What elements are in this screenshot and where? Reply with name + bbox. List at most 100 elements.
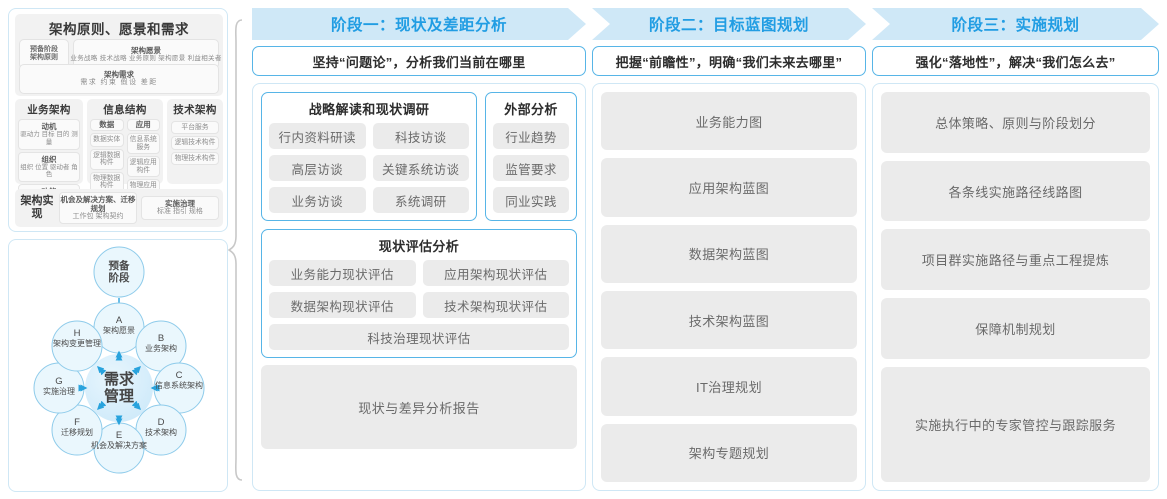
group-strategy-research-title: 战略解读和现状调研 xyxy=(308,102,430,117)
togaf-prep-line2: 架构原则 xyxy=(30,54,58,61)
phase-3-item-1[interactable]: 各条线实施路径线路图 xyxy=(881,160,1150,222)
togaf-prep-line1: 预备阶段 xyxy=(30,45,58,53)
togaf-information-data-item-1: 逻辑数据构件 xyxy=(90,148,124,170)
phase-3-item-2[interactable]: 项目群实施路径与重点工程提炼 xyxy=(881,229,1150,291)
adm-center-line2: 管理 xyxy=(103,387,134,405)
togaf-header-block: 架构原则、愿景和需求 预备阶段 架构原则 架构愿景 业务战略 技术战略 业务原则… xyxy=(15,14,223,96)
phase-3-item-0[interactable]: 总体策略、原则与阶段划分 xyxy=(881,92,1150,153)
togaf-business-row-organization-title: 组织 xyxy=(41,154,57,164)
togaf-footer-label: 架构实现 xyxy=(20,195,54,220)
group-external-row-0: 行业趋势 xyxy=(493,123,569,149)
phase-2-item-0[interactable]: 业务能力图 xyxy=(601,92,857,151)
togaf-footer-opportunities-title: 机会及解决方案、迁移规划 xyxy=(60,194,136,213)
adm-cycle-card: 预备 阶段 需求 管理 A 架构愿景 B 业务架构 C 信息系统架构 xyxy=(8,239,228,492)
togaf-technology-item-1: 逻辑技术构件 xyxy=(171,136,219,150)
togaf-information-application-title-box: 应用 xyxy=(126,119,160,132)
phase-2-header: 阶段二：目标蓝图规划 xyxy=(592,8,866,40)
group-strategy-research-row-1: 高层访谈 关键系统访谈 xyxy=(269,155,469,181)
chip-strategy-2-0[interactable]: 业务访谈 xyxy=(269,187,366,213)
phase-1-body: 战略解读和现状调研 行内资料研读 科技访谈 高层访谈 关键系统访谈 业务访谈 系… xyxy=(252,83,586,491)
togaf-vision-items: 业务战略 技术战略 业务原则 架构愿景 利益相关者 xyxy=(70,54,222,62)
chip-assessment-1-1[interactable]: 技术架构现状评估 xyxy=(422,292,569,318)
togaf-content-framework-card: 架构原则、愿景和需求 预备阶段 架构原则 架构愿景 业务战略 技术战略 业务原则… xyxy=(8,8,228,232)
togaf-footer-governance-title: 实施治理 xyxy=(165,199,195,209)
phase-2-item-2[interactable]: 数据架构蓝图 xyxy=(601,224,857,283)
phase-2-subtitle: 把握“前瞻性”，明确“我们未来去哪里” xyxy=(592,46,866,76)
togaf-footer-opportunities-sub: 工作包 架构契约 xyxy=(72,212,124,220)
togaf-business-row-motivation-title: 动机 xyxy=(41,122,57,131)
chip-strategy-1-1[interactable]: 关键系统访谈 xyxy=(372,155,469,181)
group-external-row-1: 监管要求 xyxy=(493,155,569,181)
phase-2-item-5[interactable]: 架构专题规划 xyxy=(601,423,857,482)
togaf-business-row-organization-sub: 组织 位置 驱动者 角色 xyxy=(20,163,78,179)
chip-assessment-0-1[interactable]: 应用架构现状评估 xyxy=(422,260,569,286)
togaf-information-data: 数据 数据实体 逻辑数据构件 物理数据构件 xyxy=(90,119,124,202)
togaf-information-data-title: 数据 xyxy=(99,120,115,129)
phase-1-subtitle: 坚持“问题论”，分析我们当前在哪里 xyxy=(252,46,586,76)
togaf-footer-opportunities: 机会及解决方案、迁移规划 工作包 架构契约 xyxy=(59,191,137,225)
phase-2-item-1[interactable]: 应用架构蓝图 xyxy=(601,158,857,217)
phase-1-column: 阶段一：现状及差距分析 坚持“问题论”，分析我们当前在哪里 战略解读和现状调研 … xyxy=(252,8,586,491)
group-external-row-2: 同业实践 xyxy=(493,187,569,213)
phase-3-subtitle: 强化“落地性”，解决“我们怎么去” xyxy=(872,46,1159,76)
phase-1-header: 阶段一：现状及差距分析 xyxy=(252,8,586,40)
togaf-business-row-motivation: 动机 驱动力 目标 目的 测量 xyxy=(18,119,80,150)
togaf-column-technology: 技术架构 平台服务 逻辑技术构件 物理技术构件 xyxy=(167,99,223,184)
adm-node-prep-line1: 预备 xyxy=(108,260,130,272)
togaf-footer-governance-sub: 标准 指引 规格 xyxy=(157,208,203,216)
adm-center-line1: 需求 xyxy=(103,371,134,388)
togaf-requirements-title: 架构需求 xyxy=(104,69,134,79)
group-strategy-research: 战略解读和现状调研 行内资料研读 科技访谈 高层访谈 关键系统访谈 业务访谈 系… xyxy=(261,92,477,221)
togaf-technology-item-2: 物理技术构件 xyxy=(171,151,219,166)
chip-external-1[interactable]: 监管要求 xyxy=(493,155,569,181)
togaf-column-business-title: 业务架构 xyxy=(27,104,71,116)
adm-node-prep-line2: 阶段 xyxy=(108,272,130,285)
phase-3-header: 阶段三：实施规划 xyxy=(872,8,1159,40)
togaf-footer-governance: 实施治理 标准 指引 规格 xyxy=(141,196,219,220)
togaf-business-row-organization: 组织 组织 位置 驱动者 角色 xyxy=(18,151,80,183)
chip-strategy-1-0[interactable]: 高层访谈 xyxy=(269,155,366,181)
togaf-column-business: 业务架构 动机 驱动力 目标 目的 测量 组织 组织 位置 驱动者 角色 功能 … xyxy=(15,99,83,207)
phase-2-item-list: 业务能力图 应用架构蓝图 数据架构蓝图 技术架构蓝图 IT治理规划 架构专题规划 xyxy=(601,92,857,482)
togaf-requirements-items: 需求 约束 假设 差距 xyxy=(80,79,158,87)
chip-strategy-2-1[interactable]: 系统调研 xyxy=(372,187,469,213)
togaf-column-information-title: 信息结构 xyxy=(103,104,147,116)
chip-external-2[interactable]: 同业实践 xyxy=(493,187,569,213)
phase-2-column: 阶段二：目标蓝图规划 把握“前瞻性”，明确“我们未来去哪里” 业务能力图 应用架… xyxy=(592,8,866,491)
togaf-footer-block: 架构实现 机会及解决方案、迁移规划 工作包 架构契约 实施治理 标准 指引 规格 xyxy=(15,189,223,227)
group-current-state-assessment-title: 现状评估分析 xyxy=(378,239,460,254)
group-strategy-research-row-0: 行内资料研读 科技访谈 xyxy=(269,123,469,149)
phase-3-item-4[interactable]: 实施执行中的专家管控与跟踪服务 xyxy=(881,366,1150,482)
group-assessment-row-0: 业务能力现状评估 应用架构现状评估 xyxy=(269,260,569,286)
togaf-column-information: 信息结构 数据 数据实体 逻辑数据构件 物理数据构件 应用 xyxy=(87,99,163,201)
phase-1-report-chip[interactable]: 现状与差异分析报告 xyxy=(261,365,577,449)
chip-strategy-0-0[interactable]: 行内资料研读 xyxy=(269,123,366,149)
togaf-information-data-item-0: 数据实体 xyxy=(90,133,124,147)
togaf-requirements-box: 架构需求 需求 约束 假设 差距 xyxy=(19,64,219,94)
phase-2-item-4[interactable]: IT治理规划 xyxy=(601,357,857,416)
left-panel: 架构原则、愿景和需求 预备阶段 架构原则 架构愿景 业务战略 技术战略 业务原则… xyxy=(8,8,228,492)
phase-3-item-3[interactable]: 保障机制规划 xyxy=(881,298,1150,359)
group-assessment-row-1: 数据架构现状评估 技术架构现状评估 xyxy=(269,292,569,318)
group-assessment-row-2: 科技治理现状评估 xyxy=(269,324,569,350)
chip-strategy-0-1[interactable]: 科技访谈 xyxy=(372,123,469,149)
group-external-analysis: 外部分析 行业趋势 监管要求 同业实践 xyxy=(485,92,577,221)
brace-icon xyxy=(227,19,243,481)
chip-assessment-0-0[interactable]: 业务能力现状评估 xyxy=(269,260,416,286)
togaf-technology-item-0: 平台服务 xyxy=(171,121,219,135)
togaf-information-application-item-0: 信息系统服务 xyxy=(126,133,160,155)
togaf-information-application-item-1: 逻辑应用构件 xyxy=(126,156,160,178)
phase-3-item-list: 总体策略、原则与阶段划分 各条线实施路径线路图 项目群实施路径与重点工程提炼 保… xyxy=(881,92,1150,482)
togaf-column-technology-title: 技术架构 xyxy=(173,104,217,116)
connector-brace xyxy=(227,18,250,487)
togaf-information-data-title-box: 数据 xyxy=(90,119,124,132)
group-current-state-assessment: 现状评估分析 业务能力现状评估 应用架构现状评估 数据架构现状评估 技术架构现状… xyxy=(261,229,577,358)
chip-external-0[interactable]: 行业趋势 xyxy=(493,123,569,149)
chip-assessment-2-0[interactable]: 科技治理现状评估 xyxy=(269,324,569,350)
phase-3-column: 阶段三：实施规划 强化“落地性”，解决“我们怎么去” 总体策略、原则与阶段划分 … xyxy=(872,8,1159,491)
chip-assessment-1-0[interactable]: 数据架构现状评估 xyxy=(269,292,416,318)
adm-cycle-diagram xyxy=(33,246,205,474)
phase-2-item-3[interactable]: 技术架构蓝图 xyxy=(601,290,857,350)
togaf-business-row-motivation-sub: 驱动力 目标 目的 测量 xyxy=(20,131,78,146)
